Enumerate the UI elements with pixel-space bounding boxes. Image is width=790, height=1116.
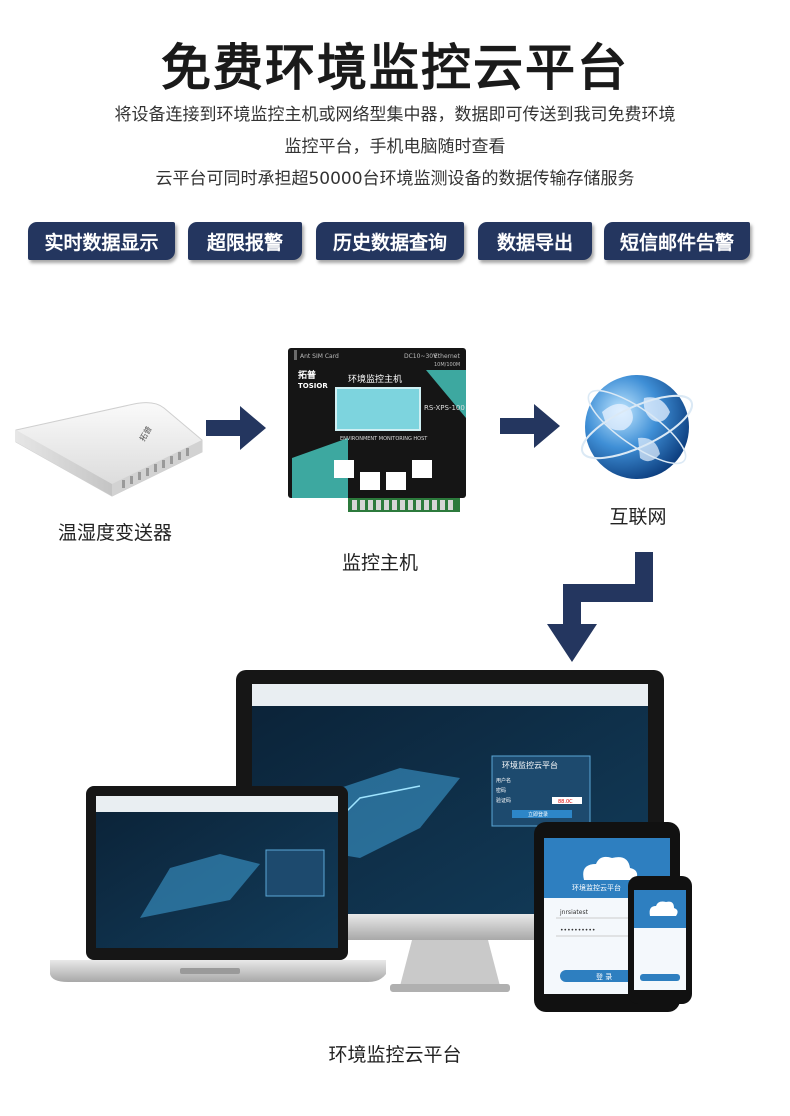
svg-text:密码: 密码 xyxy=(496,787,506,794)
feature-realtime-display: 实时数据显示 xyxy=(28,222,175,260)
feature-sms-email-alert: 短信邮件告警 xyxy=(604,222,750,260)
internet-label: 互联网 xyxy=(609,506,667,528)
svg-text:用户名: 用户名 xyxy=(496,777,511,784)
down-bent-arrow-icon xyxy=(547,552,653,662)
description-line-2: 监控平台，手机电脑随时查看 xyxy=(284,137,506,157)
sensor-device-image: 拓普 xyxy=(15,402,203,497)
description-line-1: 将设备连接到环境监控主机或网络型集中器，数据即可传送到我司免费环境 xyxy=(114,105,676,125)
right-arrow-icon xyxy=(206,406,266,450)
platform-label: 环境监控云平台 xyxy=(328,1044,462,1066)
sensor-label: 温湿度变送器 xyxy=(57,522,172,544)
svg-text:Ant SIM Card: Ant SIM Card xyxy=(300,353,339,360)
feature-limit-alarm: 超限报警 xyxy=(188,222,302,260)
globe-icon xyxy=(580,375,694,479)
page-title: 免费环境监控云平台 xyxy=(161,39,629,97)
cloud-platform-devices-image: 环境监控云平台 用户名 密码 验证码 88.0C 立即登录 环境监控云平台 jn… xyxy=(50,670,692,1012)
right-arrow-icon xyxy=(500,404,560,448)
svg-text:RS-XPS-100: RS-XPS-100 xyxy=(424,404,465,412)
monitoring-host-image: Ant SIM Card DC10~30V Ethernet 10M/100M … xyxy=(288,348,466,512)
description-line-3: 云平台可同时承担超50000台环境监测设备的数据传输存储服务 xyxy=(155,169,635,189)
svg-text:88.0C: 88.0C xyxy=(558,799,573,805)
svg-text:Ethernet: Ethernet xyxy=(434,353,460,360)
feature-list: 实时数据显示 超限报警 历史数据查询 数据导出 短信邮件告警 xyxy=(0,222,790,260)
svg-text:DC10~30V: DC10~30V xyxy=(404,353,438,360)
feature-history-query: 历史数据查询 xyxy=(316,222,464,260)
svg-text:验证码: 验证码 xyxy=(496,797,511,804)
svg-text:环境监控云平台: 环境监控云平台 xyxy=(572,883,621,892)
svg-text:拓普: 拓普 xyxy=(298,369,316,381)
svg-text:环境监控云平台: 环境监控云平台 xyxy=(502,760,558,770)
svg-text:立即登录: 立即登录 xyxy=(528,811,548,818)
svg-text:TOSIOR: TOSIOR xyxy=(298,382,328,390)
host-label: 监控主机 xyxy=(341,552,418,574)
svg-text:ENVIRONMENT MONITORING HOST: ENVIRONMENT MONITORING HOST xyxy=(340,436,428,442)
svg-text:10M/100M: 10M/100M xyxy=(434,362,460,368)
svg-text:••••••••••: •••••••••• xyxy=(560,927,595,934)
svg-text:jnrsiatest: jnrsiatest xyxy=(559,909,589,916)
feature-data-export: 数据导出 xyxy=(478,222,592,260)
svg-text:环境监控主机: 环境监控主机 xyxy=(348,373,402,385)
svg-text:登 录: 登 录 xyxy=(596,972,612,981)
